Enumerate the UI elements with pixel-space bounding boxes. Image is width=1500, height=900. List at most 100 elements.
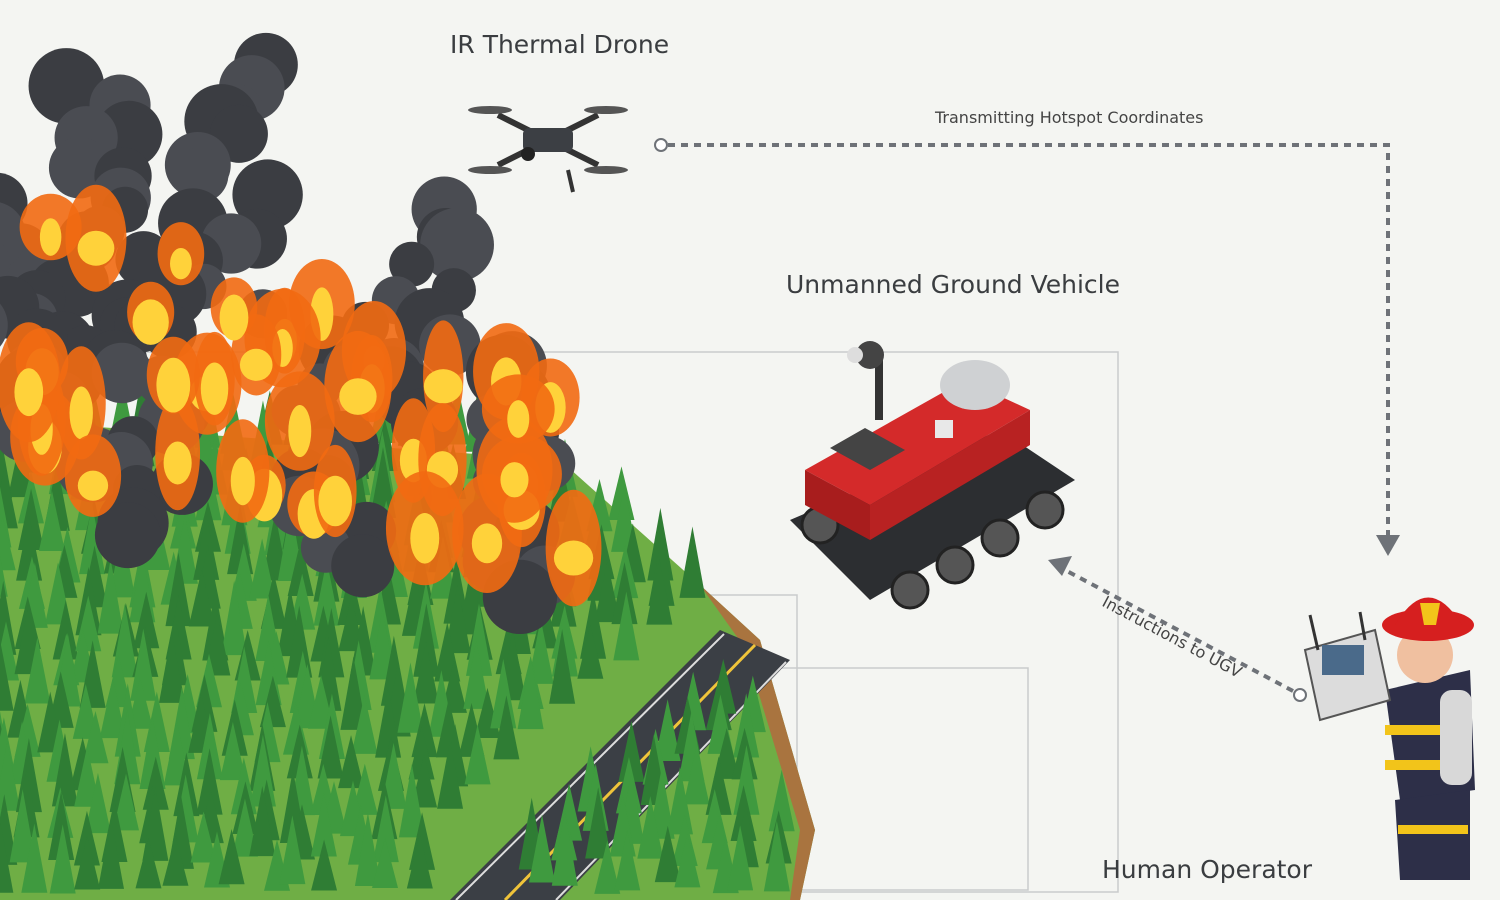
tree xyxy=(351,695,378,754)
smoke-puff xyxy=(389,241,435,287)
arrow-start-dot xyxy=(654,138,668,152)
tree xyxy=(437,740,464,809)
tree xyxy=(618,720,645,782)
tree xyxy=(279,815,306,885)
flame-core xyxy=(339,378,377,415)
tree xyxy=(286,724,313,779)
flame-core xyxy=(500,462,529,498)
tree xyxy=(667,766,694,835)
tree xyxy=(170,497,197,549)
tree xyxy=(354,812,381,887)
flame-core xyxy=(318,475,353,527)
tree xyxy=(733,693,760,758)
tree xyxy=(674,833,701,888)
tree xyxy=(310,792,337,857)
tree xyxy=(204,613,231,676)
tree xyxy=(99,677,126,739)
tree xyxy=(24,637,51,704)
tree xyxy=(9,789,36,863)
tree xyxy=(527,619,554,684)
tree xyxy=(683,745,710,805)
flame-core xyxy=(288,404,312,458)
tree xyxy=(372,837,399,888)
tree xyxy=(0,822,14,893)
arrow-drone-to-operator xyxy=(668,143,1390,540)
flame-core xyxy=(200,362,229,415)
smoke-puff xyxy=(331,534,395,598)
flame-core xyxy=(219,294,249,341)
tree xyxy=(733,744,760,815)
tree xyxy=(188,569,215,627)
tree xyxy=(127,677,154,729)
tree xyxy=(594,840,621,894)
drone-label: IR Thermal Drone xyxy=(450,30,670,59)
tree xyxy=(249,786,276,857)
tree xyxy=(464,724,491,785)
tree xyxy=(133,591,160,649)
flame-core xyxy=(14,368,44,417)
tree xyxy=(577,625,604,679)
tree xyxy=(130,628,157,701)
flame-core xyxy=(156,357,191,413)
flame-core xyxy=(230,456,255,506)
tree xyxy=(372,795,399,863)
tree xyxy=(413,603,440,677)
firefighter-icon xyxy=(1303,597,1475,880)
flame-core xyxy=(410,512,440,564)
tree xyxy=(406,834,433,889)
tree xyxy=(219,721,246,781)
flame-core xyxy=(170,247,192,280)
tree xyxy=(48,791,75,860)
smoke-puff xyxy=(0,303,8,347)
arrowhead-down xyxy=(1376,535,1400,556)
tree xyxy=(679,526,706,598)
tree xyxy=(231,798,258,857)
tree xyxy=(529,814,556,883)
tree xyxy=(190,811,217,863)
flame-core xyxy=(239,348,273,381)
tree xyxy=(49,824,76,894)
tree xyxy=(287,540,314,597)
tree xyxy=(466,603,493,676)
flame-core xyxy=(163,441,192,485)
tree xyxy=(611,562,638,625)
flame-core xyxy=(77,230,115,266)
tree xyxy=(614,830,641,891)
tree xyxy=(142,756,169,810)
tree xyxy=(311,839,338,891)
tree xyxy=(82,711,109,764)
tree xyxy=(74,835,101,890)
flame-core xyxy=(77,470,109,501)
tree xyxy=(221,699,248,756)
operator-label: Human Operator xyxy=(1102,855,1313,884)
tree xyxy=(340,656,367,730)
ugv-icon xyxy=(790,341,1075,610)
tree xyxy=(218,829,245,885)
tree xyxy=(52,599,79,660)
tree xyxy=(398,764,425,838)
arrowhead-ugv xyxy=(1048,556,1072,576)
tree xyxy=(646,558,673,625)
tree xyxy=(443,555,470,624)
tree xyxy=(0,516,16,571)
flame-core xyxy=(423,369,463,404)
tree xyxy=(84,772,111,834)
flame-core xyxy=(132,299,169,345)
smoke-puff xyxy=(0,242,11,283)
tree xyxy=(221,580,248,656)
tree xyxy=(97,559,124,634)
tree xyxy=(654,699,681,762)
tree xyxy=(18,488,45,551)
tree xyxy=(16,516,43,581)
tree xyxy=(230,757,257,815)
tree xyxy=(397,662,424,733)
tree xyxy=(440,660,467,713)
tree xyxy=(370,447,397,519)
smoke-puff xyxy=(94,502,161,569)
tree xyxy=(493,695,520,760)
tree xyxy=(613,591,640,661)
tree xyxy=(654,825,681,883)
tree xyxy=(196,713,223,780)
tree xyxy=(351,763,378,815)
